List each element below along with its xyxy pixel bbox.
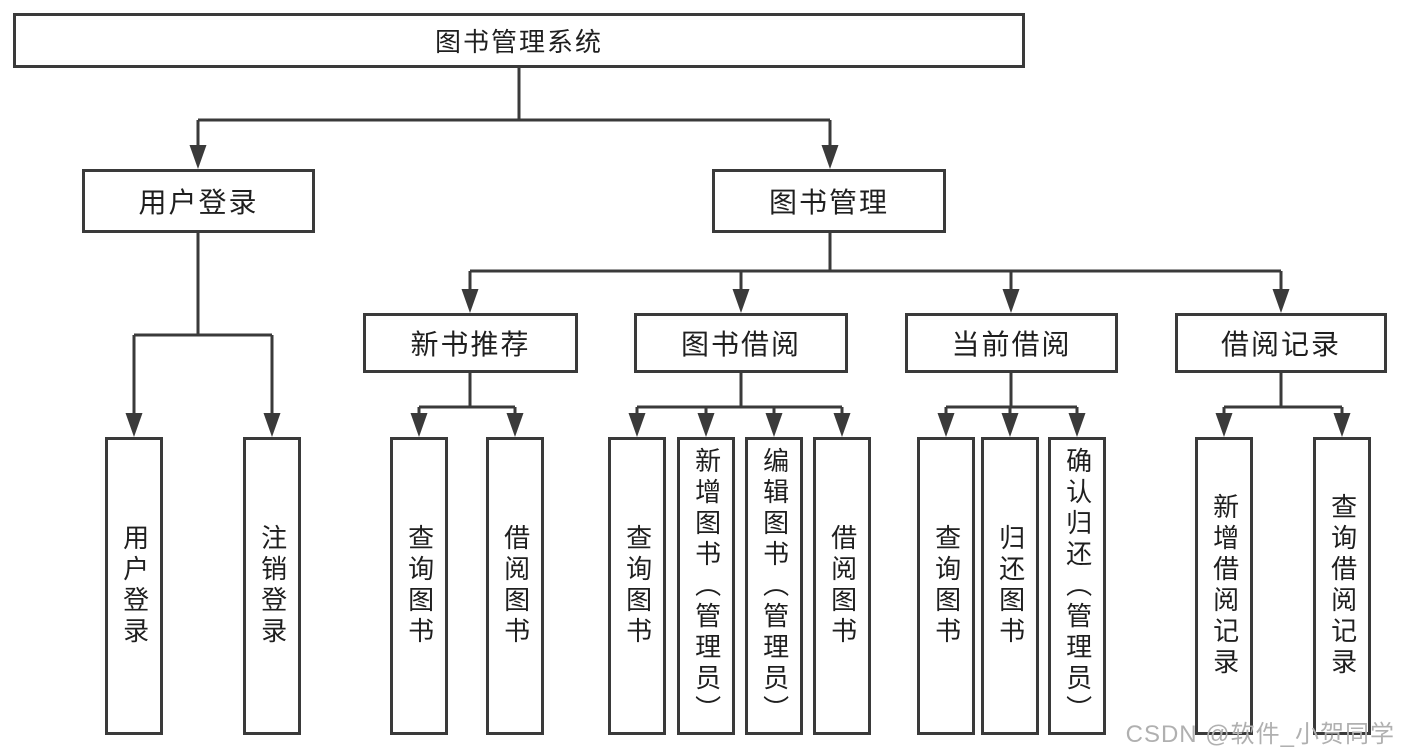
node-book-borrow: 图书借阅: [634, 313, 848, 373]
node-borrow-records: 借阅记录: [1175, 313, 1387, 373]
leaf-bb-borrow-books: 借阅图书: [813, 437, 871, 735]
arrowhead: [628, 413, 646, 437]
node-library-system: 图书管理系统: [13, 13, 1025, 68]
leaf-label: 借阅图书: [500, 524, 531, 648]
leaf-label: 借阅图书: [827, 524, 858, 648]
arrowhead: [1333, 413, 1351, 437]
arrowhead: [697, 413, 715, 437]
arrowhead: [1002, 289, 1020, 313]
leaf-bb-query-books: 查询图书: [608, 437, 666, 735]
arrowhead: [189, 145, 207, 169]
leaf-nb-query-books: 查询图书: [390, 437, 448, 735]
leaf-label: 新增图书（管理员）: [691, 446, 722, 726]
node-new-book-recommend: 新书推荐: [363, 313, 578, 373]
connector-user-login: [125, 233, 281, 437]
leaf-label: 用户登录: [119, 524, 150, 648]
leaf-label: 新增借阅记录: [1209, 493, 1240, 679]
leaf-label: 查询图书: [404, 524, 435, 648]
node-book-management: 图书管理: [712, 169, 946, 233]
leaf-cb-query-books: 查询图书: [917, 437, 975, 735]
connector-book-management: [461, 233, 1290, 313]
leaf-label: 确认归还（管理员）: [1062, 446, 1093, 726]
leaf-br-query-record: 查询借阅记录: [1313, 437, 1371, 735]
leaf-label: 查询图书: [931, 524, 962, 648]
arrowhead: [461, 289, 479, 313]
leaf-label: 注销登录: [257, 524, 288, 648]
leaf-bb-add-books-admin: 新增图书（管理员）: [677, 437, 735, 735]
arrowhead: [1068, 413, 1086, 437]
arrowhead: [1215, 413, 1233, 437]
arrowhead: [821, 145, 839, 169]
arrowhead: [833, 413, 851, 437]
leaf-nb-borrow-books: 借阅图书: [486, 437, 544, 735]
arrowhead: [765, 413, 783, 437]
arrowhead: [1272, 289, 1290, 313]
arrowhead: [732, 289, 750, 313]
arrowhead: [1001, 413, 1019, 437]
leaf-br-add-record: 新增借阅记录: [1195, 437, 1253, 735]
leaf-cb-return-books: 归还图书: [981, 437, 1039, 735]
leaf-bb-edit-books-admin: 编辑图书（管理员）: [745, 437, 803, 735]
leaf-user-login: 用户登录: [105, 437, 163, 735]
node-user-login: 用户登录: [82, 169, 315, 233]
arrowhead: [506, 413, 524, 437]
leaf-label: 归还图书: [995, 524, 1026, 648]
leaf-label: 编辑图书（管理员）: [759, 446, 790, 726]
leaf-label: 查询图书: [622, 524, 653, 648]
arrowhead: [125, 413, 143, 437]
arrowhead: [937, 413, 955, 437]
leaf-label: 查询借阅记录: [1327, 493, 1358, 679]
node-current-borrow: 当前借阅: [905, 313, 1118, 373]
csdn-watermark: CSDN @软件_小贺同学: [1125, 721, 1395, 747]
leaf-cb-confirm-return-admin: 确认归还（管理员）: [1048, 437, 1106, 735]
arrowhead: [263, 413, 281, 437]
connector-new-book: [410, 373, 524, 437]
arrowhead: [410, 413, 428, 437]
connector-borrow-records: [1215, 373, 1351, 437]
connector-book-borrow: [628, 373, 851, 437]
connector-root: [189, 68, 839, 169]
leaf-logout: 注销登录: [243, 437, 301, 735]
connector-current-borrow: [937, 373, 1086, 437]
